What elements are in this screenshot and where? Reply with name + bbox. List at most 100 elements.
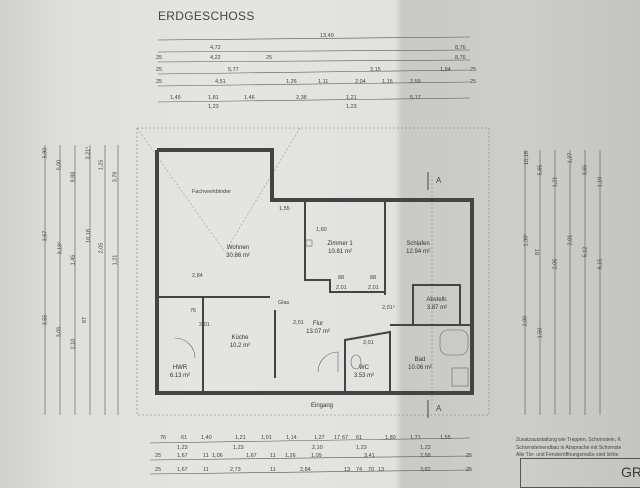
dimension-label: 25 [156,55,163,61]
dimension-label: 4,72 [210,45,221,51]
dimension-label: 2,00 [522,315,529,327]
dimension-label: 8,76 [455,55,466,61]
room-schlafen: Schlafen 12.94 m² [406,240,430,256]
dimension-label: 1,23 [346,104,357,110]
dimension-label: 1,81 [208,95,219,101]
dimension-label: 2,38 [296,95,307,101]
dimension-label: 70 [368,467,375,473]
dimension-label: 6,15 [597,258,604,270]
dimension-label: 3,55 [42,314,49,326]
dimension-label: 25 [470,67,477,73]
interior-dimension-label: 1,60 [316,227,327,233]
dimension-label: 1,09 [311,453,322,459]
dimension-label: 9,88 [70,171,77,183]
dimension-label: 10,18 [85,229,92,244]
dimension-label: 2,84 [300,467,311,473]
note-line: Schornsteinendbau in Absprache mit Schor… [516,445,622,451]
dimension-label: 3,15 [370,67,381,73]
room-area: 12.94 m² [406,249,430,255]
room-area: 6.13 m² [169,373,191,379]
dimension-label: 5,65 [537,164,544,176]
room-name: Schlafen [406,241,430,247]
dimension-label: 4,51 [215,79,226,85]
dimension-label: 1,25 [98,159,105,171]
dimension-label: 97 [535,248,542,255]
fixtures [174,239,469,387]
roof-outline [136,127,490,416]
dimension-label: 25 [156,79,163,85]
dimension-label: 1,21 [112,254,119,266]
dimension-label: 5,90 [42,147,49,159]
dimension-label: 1,50 [537,327,544,339]
dimension-label: 11 [270,453,276,459]
title-block: GR [520,458,640,488]
dimension-label: 11 [203,453,209,459]
dimension-label: 3,41 [364,453,375,459]
dimension-label: 1,80 [385,435,396,441]
dimension-label: 1,15 [382,79,393,85]
dimension-label: 25 [470,79,477,85]
room-area: 10.2 m² [229,343,251,349]
interior-dimension-label: 2,01 [336,285,347,291]
dimension-label: 25 [466,467,473,473]
dimension-label: 1,40 [201,435,212,441]
interior-dimension-label: 2,01 [363,340,374,346]
room-name: WC [359,365,369,371]
room-name: HWR [172,365,188,371]
walls [155,148,474,395]
dimension-label: 10,18 [523,151,530,165]
dimension-label: 3,78 [112,171,119,183]
dimension-label: 2,73 [230,467,241,473]
dimension-label: 1,84 [440,67,451,73]
dimension-label: 1,45 [170,95,181,101]
interior-dimension-label: 1,55 [279,206,290,212]
dimension-label: 25 [156,67,163,73]
interior-dimension-label: 76 [190,308,197,314]
dimension-label: 2,10 [70,338,77,350]
dimension-label: 3,82 [420,467,431,473]
dimension-label: 13,49 [320,33,334,39]
dimension-label: 1,46 [244,95,255,101]
dimension-label: 1,10 [597,176,604,188]
room-bad: Bad 10.06 m² [408,356,432,372]
entrance-label: Eingang [310,403,334,409]
dimension-label: 76 [160,435,167,441]
dimension-label: 1,23 [420,445,431,451]
drawing-title: ERDGESCHOSS [158,9,255,23]
room-abstellraum: Abstellr.3.87 m² [426,296,447,312]
interior-dimension-label: 88 [370,275,377,281]
interior-dimension-label: 2,01⁵ [382,305,395,311]
dimension-label: 2,58 [420,453,431,459]
dimension-label: 5,77 [228,67,239,73]
dimension-label: 3,21⁵ [85,146,92,160]
dimension-label: 25 [466,453,473,459]
dimension-label: 1,38⁵ [523,233,530,247]
dimension-label: 1,71 [410,435,421,441]
dimension-label: 2,01 [567,234,574,246]
dimension-label: 67 [342,435,349,441]
room-name: Abstellr. [426,297,448,303]
dimension-label: 5,12 [582,246,589,258]
dimension-label: 1,23 [177,445,188,451]
dimension-label: 13 [378,467,385,473]
interior-dimension-label: 2,01 [368,285,379,291]
dimension-label: 74 [356,467,363,473]
dimension-label: 1,26 [285,453,296,459]
dimension-label: 2,04 [355,79,366,85]
interior-dimension-label: 2,01 [199,322,210,328]
dimension-label: 3,05 [56,326,63,338]
dimension-label: 61 [356,435,363,441]
note-line: Alle Tür- und Fensteröffnungsmaße sind l… [516,452,619,458]
dimension-label: 1,45 [70,254,77,266]
dimension-label: 2,59 [410,79,421,85]
dimension-label: 4,22 [210,55,221,61]
section-a-top: A [436,176,442,185]
room-name: Bad [414,357,426,363]
dimension-label: 25 [155,467,162,473]
room-area: 10.06 m² [408,365,432,371]
note-line: Zusatzausstattung wie Treppen, Schornste… [516,437,621,443]
dimension-label: 5,00 [56,159,63,171]
